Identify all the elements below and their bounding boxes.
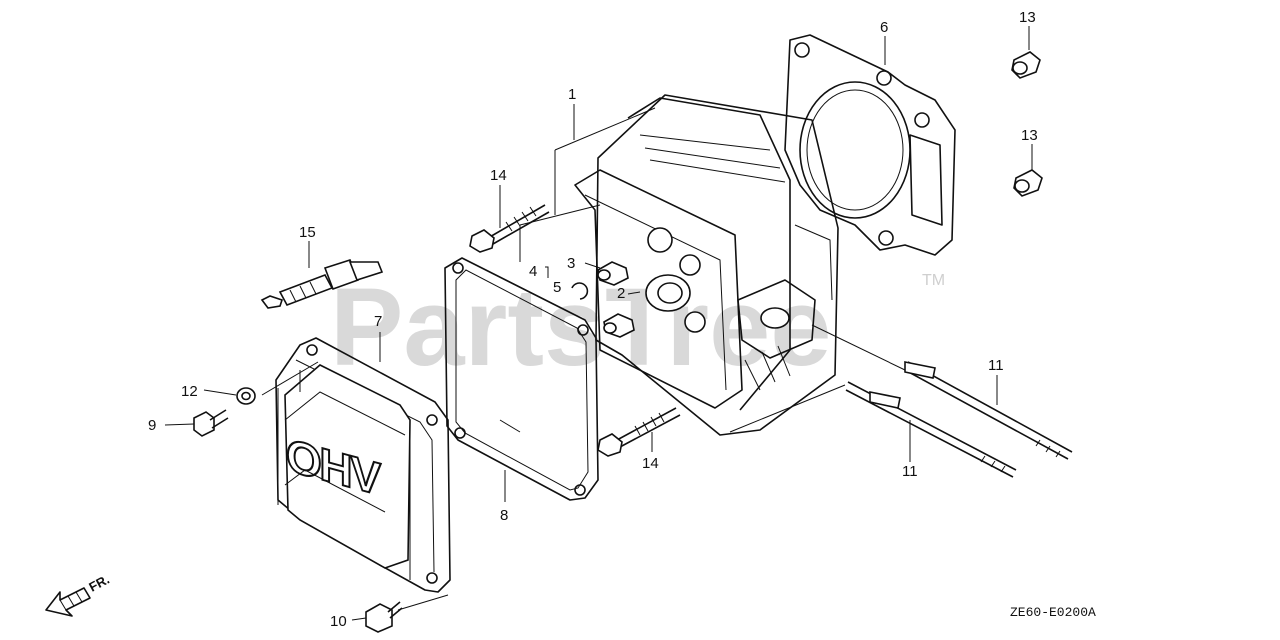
spark-plug[interactable] bbox=[260, 259, 384, 309]
front-direction-label: FR. bbox=[86, 572, 112, 595]
callout-1: 1 bbox=[568, 86, 576, 103]
callout-11-lower: 11 bbox=[902, 463, 918, 480]
dowel-pin-small-upper[interactable] bbox=[597, 261, 629, 286]
stud-bolt-long[interactable] bbox=[904, 361, 1073, 460]
callout-5: 5 bbox=[553, 279, 561, 296]
head-gasket[interactable] bbox=[784, 34, 956, 256]
callout-13-lower: 13 bbox=[1021, 127, 1038, 144]
head-cover-gasket[interactable] bbox=[444, 257, 599, 501]
retaining-clip[interactable] bbox=[571, 282, 589, 300]
dowel-pin-lower[interactable] bbox=[1013, 169, 1043, 197]
front-direction-arrow: FR. bbox=[45, 572, 112, 617]
callout-10: 10 bbox=[330, 613, 347, 630]
callout-14-lower: 14 bbox=[642, 455, 659, 472]
callout-7: 7 bbox=[374, 313, 382, 330]
flange-bolt-upper[interactable] bbox=[469, 204, 550, 253]
callout-2: 2 bbox=[617, 285, 625, 302]
callout-13-upper: 13 bbox=[1019, 9, 1036, 26]
callout-12: 12 bbox=[181, 383, 198, 400]
dowel-pin-upper[interactable] bbox=[1011, 51, 1041, 79]
drawing-code: ZE60-E0200A bbox=[1010, 605, 1096, 620]
flange-bolt-lower[interactable] bbox=[597, 407, 681, 457]
callout-11-upper: 11 bbox=[988, 357, 1004, 374]
callout-4: 4 bbox=[529, 263, 537, 280]
callout-9: 9 bbox=[148, 417, 156, 434]
cover-bolt[interactable] bbox=[193, 409, 229, 437]
stud-bolt-short[interactable] bbox=[845, 381, 1017, 478]
watermark-trademark: TM bbox=[922, 272, 945, 289]
dowel-pin-small-lower[interactable] bbox=[603, 313, 635, 338]
watermark-text: PartsTree bbox=[330, 266, 831, 389]
callout-8: 8 bbox=[500, 507, 508, 524]
cover-bolt-lower[interactable] bbox=[365, 601, 403, 633]
callout-3: 3 bbox=[567, 255, 575, 272]
cylinder-head[interactable] bbox=[574, 94, 839, 436]
callout-6: 6 bbox=[880, 19, 888, 36]
sealing-washer[interactable] bbox=[236, 387, 256, 405]
callout-15: 15 bbox=[299, 224, 316, 241]
callout-14-upper: 14 bbox=[490, 167, 507, 184]
